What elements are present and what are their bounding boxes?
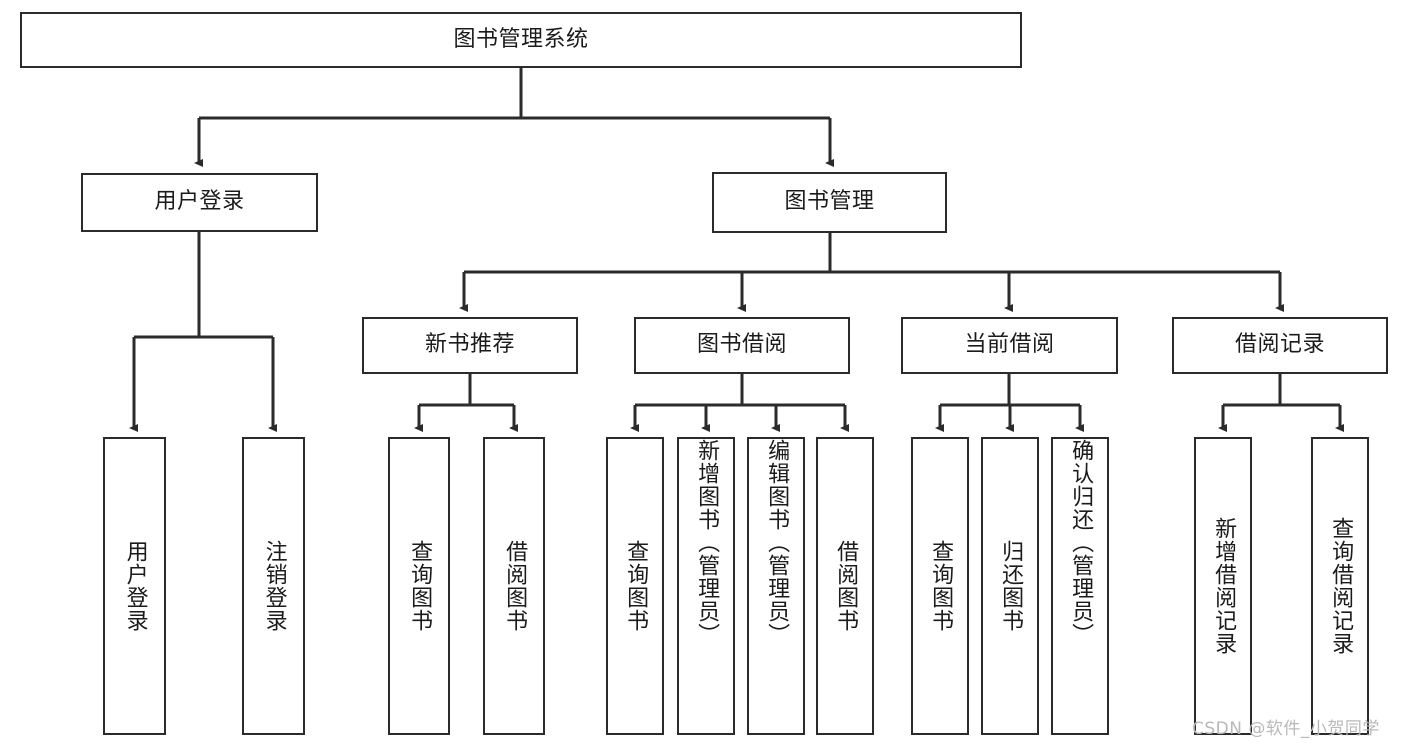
node-book-management[interactable]: 图书管理 bbox=[712, 172, 947, 233]
leaf-user-logout-label: 注销登录 bbox=[261, 540, 287, 632]
node-current-borrow-label: 当前借阅 bbox=[964, 332, 1055, 358]
leaf-newbook-query-book[interactable]: 查询图书 bbox=[388, 437, 450, 735]
leaf-current-return-book-label: 归还图书 bbox=[998, 540, 1024, 632]
leaf-borrow-borrow-book-label: 借阅图书 bbox=[833, 540, 859, 632]
node-root[interactable]: 图书管理系统 bbox=[20, 12, 1022, 68]
node-book-borrow-label: 图书借阅 bbox=[696, 332, 787, 358]
leaf-borrow-query-book[interactable]: 查询图书 bbox=[606, 437, 664, 735]
node-borrow-record-label: 借阅记录 bbox=[1234, 332, 1325, 358]
leaf-current-query-book[interactable]: 查询图书 bbox=[911, 437, 969, 735]
leaf-newbook-query-book-label: 查询图书 bbox=[407, 540, 433, 632]
leaf-borrow-edit-book-admin-label: 编辑图书（管理员） bbox=[764, 439, 790, 646]
leaf-borrow-add-book-admin-label: 新增图书（管理员） bbox=[694, 439, 720, 646]
leaf-borrow-borrow-book[interactable]: 借阅图书 bbox=[816, 437, 874, 735]
leaf-record-query-record-label: 查询借阅记录 bbox=[1328, 517, 1354, 655]
leaf-record-add-record-label: 新增借阅记录 bbox=[1211, 517, 1237, 655]
leaf-record-query-record[interactable]: 查询借阅记录 bbox=[1311, 437, 1369, 735]
node-borrow-record[interactable]: 借阅记录 bbox=[1172, 317, 1388, 374]
node-new-book-recommend[interactable]: 新书推荐 bbox=[362, 317, 578, 374]
leaf-current-confirm-return-admin[interactable]: 确认归还（管理员） bbox=[1051, 437, 1109, 735]
node-user-login-label: 用户登录 bbox=[154, 189, 245, 215]
node-book-borrow[interactable]: 图书借阅 bbox=[634, 317, 850, 374]
node-user-login[interactable]: 用户登录 bbox=[81, 173, 318, 232]
leaf-newbook-borrow-book-label: 借阅图书 bbox=[502, 540, 528, 632]
leaf-borrow-edit-book-admin[interactable]: 编辑图书（管理员） bbox=[747, 437, 805, 735]
leaf-current-return-book[interactable]: 归还图书 bbox=[981, 437, 1039, 735]
leaf-user-login[interactable]: 用户登录 bbox=[103, 437, 166, 735]
leaf-borrow-query-book-label: 查询图书 bbox=[623, 540, 649, 632]
node-book-management-label: 图书管理 bbox=[784, 189, 875, 215]
leaf-borrow-add-book-admin[interactable]: 新增图书（管理员） bbox=[677, 437, 735, 735]
node-new-book-recommend-label: 新书推荐 bbox=[424, 332, 515, 358]
node-root-label: 图书管理系统 bbox=[453, 26, 589, 52]
node-current-borrow[interactable]: 当前借阅 bbox=[901, 317, 1118, 374]
leaf-current-query-book-label: 查询图书 bbox=[928, 540, 954, 632]
leaf-current-confirm-return-admin-label: 确认归还（管理员） bbox=[1068, 439, 1094, 646]
leaf-user-login-label: 用户登录 bbox=[122, 540, 148, 632]
leaf-newbook-borrow-book[interactable]: 借阅图书 bbox=[483, 437, 545, 735]
leaf-user-logout[interactable]: 注销登录 bbox=[242, 437, 305, 735]
leaf-record-add-record[interactable]: 新增借阅记录 bbox=[1194, 437, 1252, 735]
